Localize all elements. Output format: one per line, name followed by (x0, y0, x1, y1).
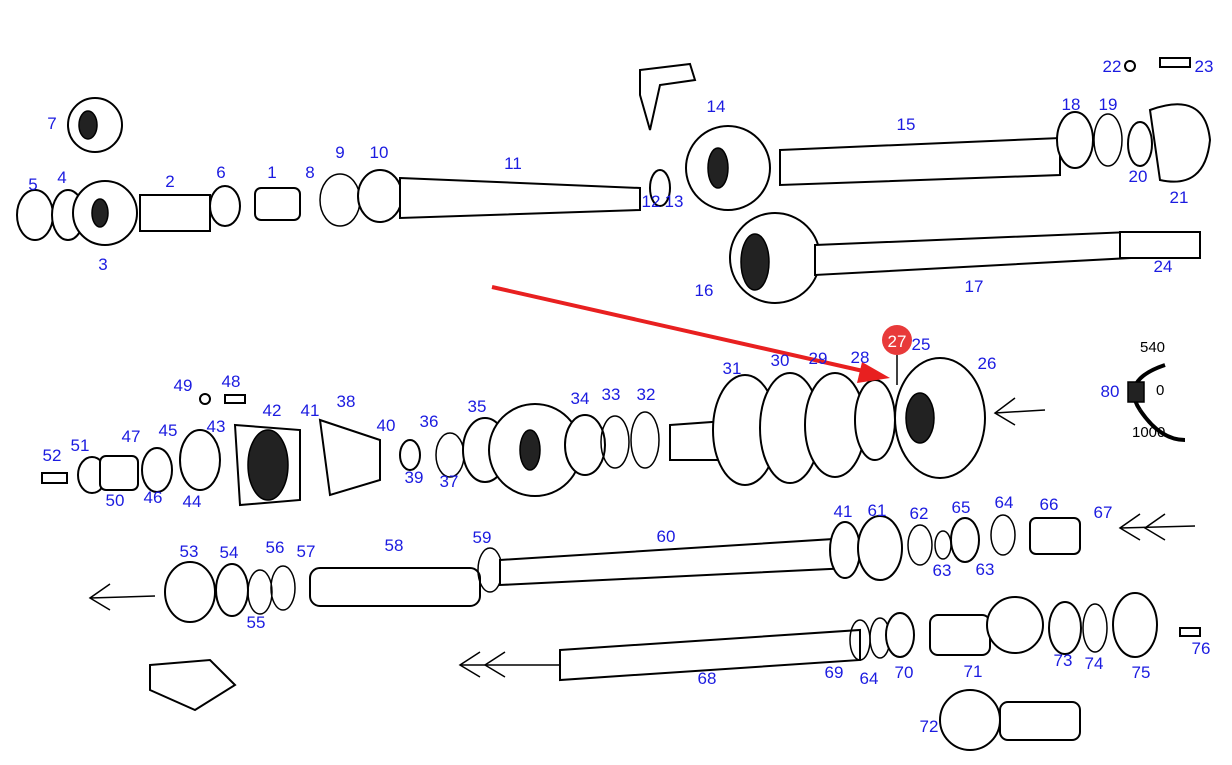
dial-label-1000: 1000 (1132, 424, 1165, 441)
part-label-30: 30 (771, 351, 790, 370)
part-label-41: 41 (301, 401, 320, 420)
part-label-71: 71 (964, 662, 983, 681)
part-label-3: 3 (98, 255, 107, 274)
part-label-33: 33 (602, 385, 621, 404)
part-label-74: 74 (1085, 654, 1104, 673)
part-label-41: 41 (834, 502, 853, 521)
part-label-24: 24 (1154, 257, 1173, 276)
part-label-57: 57 (297, 542, 316, 561)
part-label-76: 76 (1192, 639, 1211, 658)
part-label-39: 39 (405, 468, 424, 487)
part-label-55: 55 (247, 613, 266, 632)
part-label-8: 8 (305, 163, 314, 182)
part-label-54: 54 (220, 543, 239, 562)
part-label-14: 14 (707, 97, 726, 116)
part-label-10: 10 (370, 143, 389, 162)
part-label-26: 26 (978, 354, 997, 373)
highlight-marker (882, 325, 912, 355)
part-label-61: 61 (868, 501, 887, 520)
part-label-52: 52 (43, 446, 62, 465)
dial-label-0: 0 (1156, 382, 1164, 399)
part-label-64: 64 (995, 493, 1014, 512)
part-label-72: 72 (920, 717, 939, 736)
lower-shaft-assembly (88, 513, 1201, 751)
part-label-42: 42 (263, 401, 282, 420)
part-label-18: 18 (1062, 95, 1081, 114)
part-label-23: 23 (1195, 57, 1214, 76)
part-label-2: 2 (165, 172, 174, 191)
part-label-17: 17 (965, 277, 984, 296)
part-label-66: 66 (1040, 495, 1059, 514)
part-label-73: 73 (1054, 651, 1073, 670)
part-label-9: 9 (335, 143, 344, 162)
part-label-5: 5 (28, 175, 37, 194)
part-label-56: 56 (266, 538, 285, 557)
part-label-32: 32 (637, 385, 656, 404)
part-label-59: 59 (473, 528, 492, 547)
middle-pto-assembly (41, 357, 1046, 507)
part-label-45: 45 (159, 421, 178, 440)
part-label-22: 22 (1103, 57, 1122, 76)
part-label-63: 63 (976, 560, 995, 579)
part-label-58: 58 (385, 536, 404, 555)
part-label-4: 4 (57, 168, 66, 187)
part-label-62: 62 (910, 504, 929, 523)
part-label-21: 21 (1170, 188, 1189, 207)
part-label-28: 28 (851, 348, 870, 367)
part-label-15: 15 (897, 115, 916, 134)
part-label-44: 44 (183, 492, 202, 511)
part-label-63: 63 (933, 561, 952, 580)
part-label-29: 29 (809, 349, 828, 368)
part-label-67: 67 (1094, 503, 1113, 522)
dial-label-540: 540 (1140, 339, 1165, 356)
highlight-label: 27 (888, 332, 907, 351)
part-label-68: 68 (698, 669, 717, 688)
part-label-47: 47 (122, 427, 141, 446)
part-label-38: 38 (337, 392, 356, 411)
part-label-36: 36 (420, 412, 439, 431)
part-label-48: 48 (222, 372, 241, 391)
part-label-65: 65 (952, 498, 971, 517)
part-label-1: 1 (267, 163, 276, 182)
part-label-46: 46 (144, 488, 163, 507)
red-pointer-arrow (491, 285, 890, 383)
part-label-53: 53 (180, 542, 199, 561)
part-label-13: 13 (665, 192, 684, 211)
upper-shaft-assembly (16, 57, 1212, 304)
part-label-70: 70 (895, 663, 914, 682)
part-label-11: 11 (504, 154, 522, 173)
part-label-37: 37 (440, 472, 459, 491)
part-label-69: 69 (825, 663, 844, 682)
part-label-75: 75 (1132, 663, 1151, 682)
part-label-6: 6 (216, 163, 225, 182)
part-label-34: 34 (571, 389, 590, 408)
part-label-12: 12 (642, 192, 661, 211)
part-label-20: 20 (1129, 167, 1148, 186)
part-label-19: 19 (1099, 95, 1118, 114)
part-label-50: 50 (106, 491, 125, 510)
highlighted-part-27[interactable]: 27 (882, 325, 912, 385)
part-label-35: 35 (468, 397, 487, 416)
part-label-60: 60 (657, 527, 676, 546)
part-label-64: 64 (860, 669, 879, 688)
part-label-25: 25 (912, 335, 931, 354)
part-label-80: 80 (1101, 382, 1120, 401)
part-label-16: 16 (695, 281, 714, 300)
part-label-51: 51 (71, 436, 90, 455)
part-label-49: 49 (174, 376, 193, 395)
part-label-31: 31 (723, 359, 742, 378)
pto-selector-dial: 540 0 1000 (1127, 339, 1186, 442)
part-label-43: 43 (207, 417, 226, 436)
part-label-7: 7 (47, 114, 56, 133)
part-label-40: 40 (377, 416, 396, 435)
